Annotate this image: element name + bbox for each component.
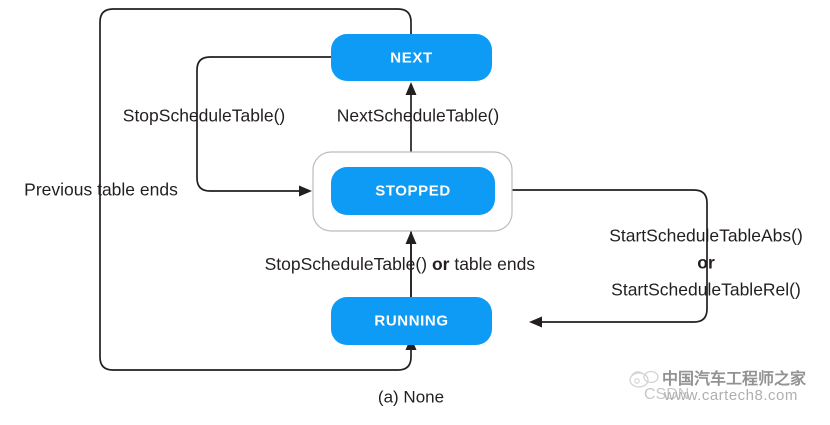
state-box-running[interactable] [331,297,492,345]
arrowhead-stopped-to-running [529,316,542,328]
edge-label-next-to-stopped: StopScheduleTable() [123,106,285,126]
edge-stopped-to-running [512,189,708,328]
state-box-next[interactable] [331,34,492,81]
state-node-running[interactable]: RUNNING [331,297,492,345]
arrowhead-next-to-stopped [299,185,312,197]
edge-label-str-or: or [697,253,715,273]
edge-label-rts-or: or [432,254,450,274]
figure-caption: (a) None [378,387,444,406]
edge-label-previous-table-ends: Previous table ends [24,180,178,200]
edge-label-stopped-to-running: StartScheduleTableAbs() or StartSchedule… [609,226,803,300]
edge-label-rts-part1: StopScheduleTable() [265,254,427,274]
edge-label-running-to-stopped: StopScheduleTable() or table ends [221,254,569,274]
state-node-stopped[interactable]: STOPPED [312,151,513,232]
edge-path-next-to-stopped [196,56,331,192]
svg-text:StopScheduleTable() or table e: StopScheduleTable() or table ends [221,254,569,274]
state-label-running: RUNNING [374,312,448,329]
state-label-next: NEXT [390,49,432,66]
edge-running-to-stopped [405,231,417,297]
state-box-stopped[interactable] [331,167,495,215]
state-label-stopped: STOPPED [375,182,451,199]
edge-label-str-part1: StartScheduleTableAbs() [609,226,803,246]
edge-label-running-to-next: NextScheduleTable() [337,106,499,126]
arrowhead-running-to-next [405,82,417,95]
edge-path-stopped-to-running [512,189,708,323]
edge-label-str-part2: StartScheduleTableRel() [611,280,801,300]
state-node-next[interactable]: NEXT [331,34,492,81]
edge-path-previous-table-ends [99,8,412,371]
edge-next-to-stopped [196,56,331,197]
arrowhead-running-to-stopped [405,231,417,244]
edge-label-rts-part2: table ends [454,254,535,274]
